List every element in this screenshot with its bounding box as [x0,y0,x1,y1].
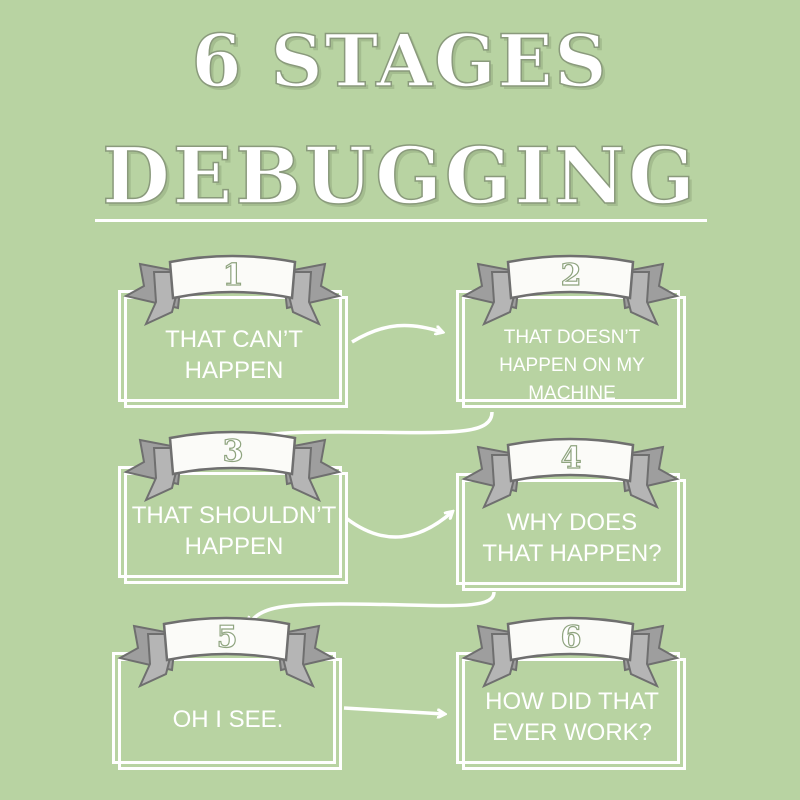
stage-number: 6 [560,619,582,655]
stage-number: 1 [222,257,244,293]
stage-card-1: 1 THAT CAN’T HAPPEN [118,254,348,410]
stage-label: THAT CAN’T HAPPEN [165,326,303,384]
stage-card-6: 6 HOW DID THAT EVER WORK? [456,616,686,772]
stage-number: 5 [216,619,238,655]
stage-card-4: 4 WHY DOES THAT HAPPEN? [456,437,686,593]
stage-number: 2 [560,257,582,293]
stage-card-5: 5 OH I SEE. [112,616,342,772]
stage-frame-inner [462,658,686,770]
stage-label: THAT SHOULDN’T HAPPEN [131,502,337,560]
title-divider [95,219,707,222]
stage-label: WHY DOES THAT HAPPEN? [482,509,662,567]
ribbon-banner-icon [123,254,342,327]
arrow-1-to-2 [351,323,442,344]
stage-frame-inner [118,658,342,770]
ribbon-banner-icon [461,437,680,510]
stage-frame-inner [124,472,348,584]
ribbon-banner-icon [461,254,680,327]
stage-number: 3 [222,433,244,469]
stage-label: HOW DID THAT EVER WORK? [485,688,659,746]
stage-label: OH I SEE. [172,706,284,733]
stage-frame-inner [124,296,348,408]
ribbon-banner-icon [461,616,680,689]
title-line-2: DEBUGGING [101,131,698,223]
arrow-3-to-4 [344,512,452,539]
stage-card-3: 3 THAT SHOULDN’T HAPPEN [118,430,348,586]
arrow-5-to-6 [343,706,444,714]
ribbon-banner-icon [117,616,336,689]
stage-frame-inner [462,296,686,408]
stage-number: 4 [560,440,582,476]
title-line-1: 6 STAGES [191,17,609,104]
ribbon-banner-icon [123,430,342,503]
stage-frame-inner [462,479,686,591]
stage-label: THAT DOESN’T HAPPEN ON MY MACHINE [499,327,645,404]
stage-card-2: 2 THAT DOESN’T HAPPEN ON MY MACHINE [456,254,686,410]
